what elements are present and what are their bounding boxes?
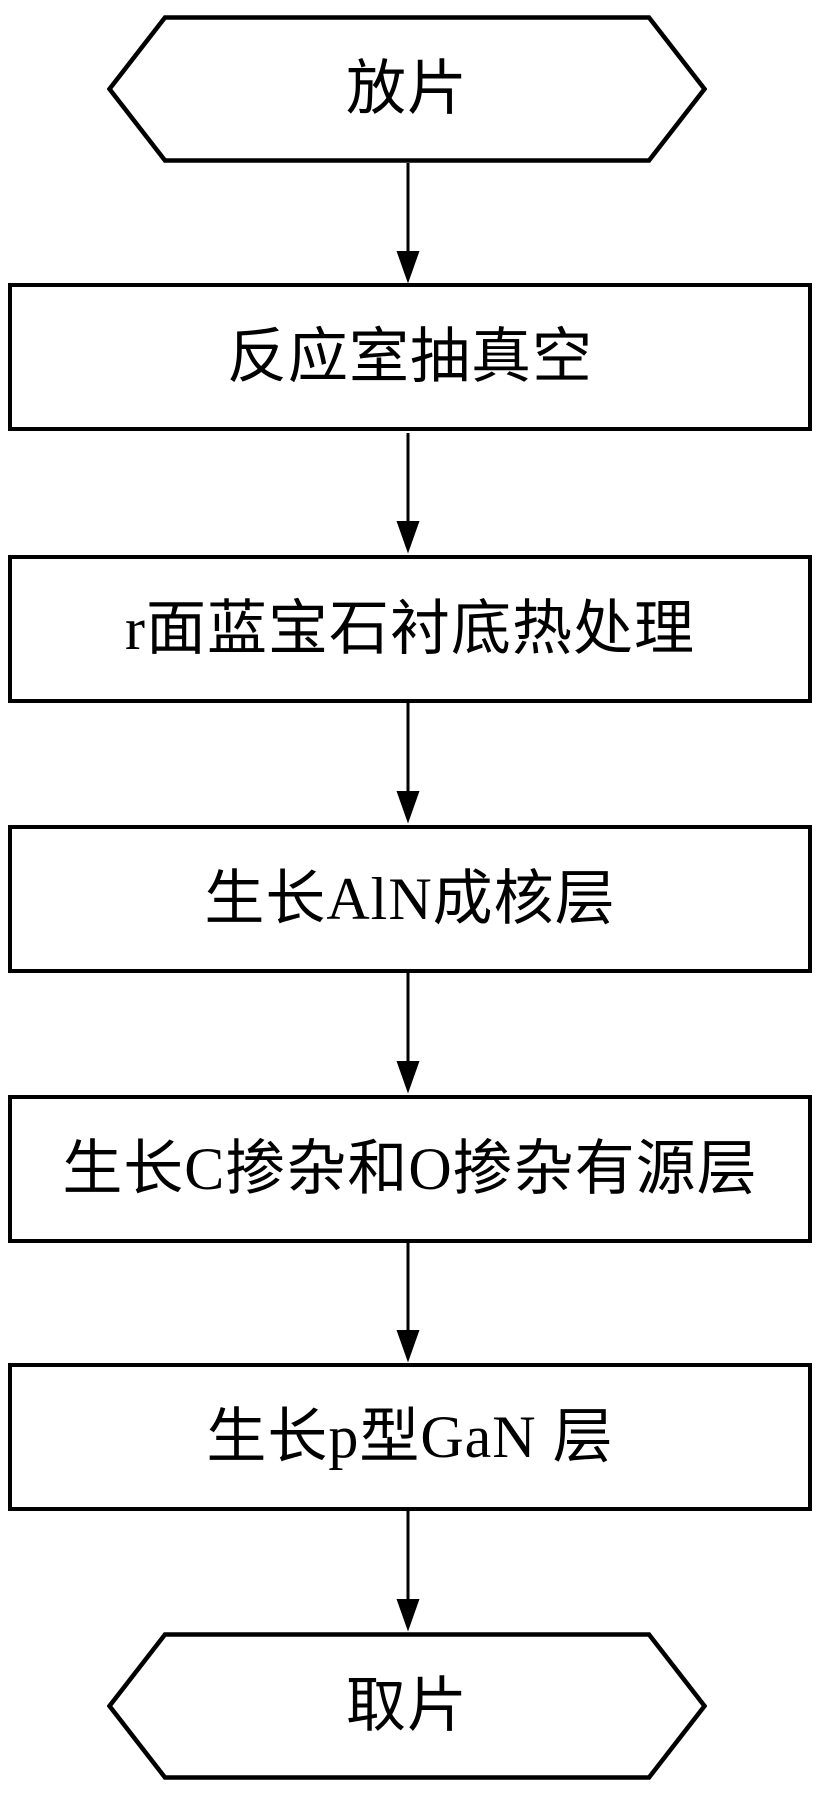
node-label: 放片 xyxy=(346,56,468,122)
node-label: 反应室抽真空 xyxy=(227,324,593,390)
node-p-type-gan-layer: 生长p型GaN 层 xyxy=(8,1363,812,1511)
node-aln-nucleation-layer: 生长AlN成核层 xyxy=(8,825,812,973)
node-label: 取片 xyxy=(346,1673,468,1739)
hexagon-shape xyxy=(107,1632,707,1780)
down-arrow-icon xyxy=(396,1511,420,1632)
down-arrow-icon xyxy=(396,973,420,1094)
node-label: 生长C掺杂和O掺杂有源层 xyxy=(62,1136,758,1202)
node-label: 生长p型GaN 层 xyxy=(206,1404,614,1470)
down-arrow-icon xyxy=(396,703,420,824)
node-label: 生长AlN成核层 xyxy=(204,866,616,932)
down-arrow-icon xyxy=(396,1242,420,1363)
node-substrate-heat-treatment: r面蓝宝石衬底热处理 xyxy=(8,555,812,703)
node-doped-active-layer: 生长C掺杂和O掺杂有源层 xyxy=(8,1095,812,1243)
node-chamber-vacuum: 反应室抽真空 xyxy=(8,283,812,431)
node-label: r面蓝宝石衬底热处理 xyxy=(125,596,695,662)
hexagon-shape xyxy=(107,15,707,163)
down-arrow-icon xyxy=(396,433,420,554)
node-load-wafer: 放片 xyxy=(107,15,707,163)
node-unload-wafer: 取片 xyxy=(107,1632,707,1780)
down-arrow-icon xyxy=(396,163,420,284)
